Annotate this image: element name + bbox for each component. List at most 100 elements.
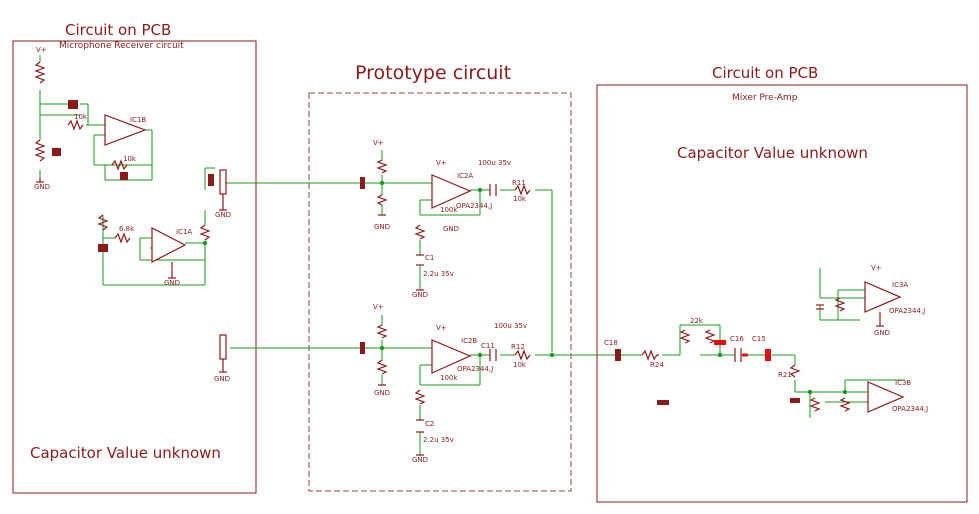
right-opamp-ic3a: [864, 281, 902, 313]
right-cap-c17: [657, 400, 669, 405]
mid-r11-val: 10k: [513, 195, 526, 203]
middle-junctions: [202, 180, 555, 358]
left-cap-c5: [68, 100, 78, 109]
left-ic1b-label: IC1B: [130, 116, 147, 124]
left-resistor-r9: [97, 214, 109, 231]
mid-c1-val: 2.2u 35v: [423, 270, 454, 278]
left-cap-c10: [208, 174, 214, 186]
middle-resistor-r1: [376, 159, 388, 174]
right-resistor-r24: [641, 349, 659, 361]
right-resistor-r22: [704, 329, 716, 344]
left-cap-c9: [98, 244, 108, 252]
left-cap-c6: [52, 148, 61, 156]
middle-cap-c3: [360, 177, 365, 189]
left-gnd-3: GND: [215, 211, 232, 219]
right-r24-label: R24: [650, 361, 664, 369]
mid-vplus-bottom-opamp: V+: [436, 324, 447, 332]
mid-r12-val: 10k: [513, 361, 526, 369]
right-panel-title: Circuit on PCB: [712, 64, 819, 82]
left-resistor-r10: [114, 232, 131, 244]
mid-gnd-4: GND: [374, 389, 391, 397]
left-resistor-r4: [34, 61, 46, 84]
mid-c2-label: C2: [425, 420, 435, 428]
right-gnd-1: GND: [874, 329, 891, 337]
right-c18-label: C18: [604, 339, 618, 347]
mid-vplus-top-opamp: V+: [436, 159, 447, 167]
mid-ic2a-label: IC2A: [457, 172, 474, 180]
left-panel-frame: [12, 40, 257, 494]
left-r10-label: 6.8k: [119, 225, 135, 233]
right-r21-label: R21: [778, 371, 792, 379]
left-rfb-label: 10k: [74, 113, 87, 121]
left-resistor-r-fb2: [111, 159, 128, 171]
middle-circuit: [230, 150, 615, 455]
middle-resistor-r6: [414, 224, 426, 240]
right-resistor-r-ic3b: [809, 397, 821, 412]
mid-c11-val: 100u 35v: [494, 322, 528, 330]
mid-c4-label: 100u 35v: [478, 159, 512, 167]
mid-c2-val: 2.2u 35v: [423, 436, 454, 444]
right-panel-frame: [596, 84, 968, 503]
right-r22-val: 22k: [690, 317, 703, 325]
middle-resistor-r13: [414, 389, 426, 405]
right-ic3b-label: IC3B: [895, 379, 912, 387]
middle-panel-frame: [308, 92, 572, 492]
left-vplus-label: V+: [36, 46, 47, 54]
middle-cap-c-b: [360, 342, 365, 354]
right-components: [641, 281, 905, 413]
right-cap-c18: [615, 349, 621, 361]
middle-opamp-ic2a: [431, 174, 472, 209]
left-opamp-ic1b: [104, 114, 147, 146]
middle-components: [219, 159, 531, 456]
right-opamp-ic3b: [867, 381, 905, 413]
right-resistor-r-ic3b2: [839, 397, 851, 412]
right-ic3b-model: OPA2344,J: [892, 405, 929, 413]
middle-resistor-r3: [376, 324, 388, 339]
right-cap-c-ic3b: [790, 398, 800, 403]
mid-100k-bottom: 100k: [440, 374, 458, 382]
left-cap-c8: [120, 172, 128, 180]
mid-r12-label: R12: [511, 343, 525, 351]
middle-panel-title: Prototype circuit: [355, 62, 512, 84]
right-ic3a-model: OPA2344,J: [889, 307, 926, 315]
left-caps: [52, 100, 214, 252]
right-c15-label: C15: [752, 335, 766, 343]
left-resistor-r5: [34, 139, 46, 162]
left-resistor-r-fb: [67, 119, 84, 131]
mid-c11-label: C11: [481, 342, 495, 350]
mid-c1-label: C1: [425, 254, 435, 262]
right-panel-note: Capacitor Value unknown: [677, 144, 868, 162]
mid-ic2b-model: OPA2344,J: [457, 365, 494, 373]
mid-vplus-top: V+: [373, 139, 384, 147]
mid-gnd-3: GND: [412, 291, 429, 299]
middle-resistor-r2: [376, 194, 388, 206]
left-panel-title: Circuit on PCB: [65, 21, 172, 39]
right-resistor-r-ic3a: [834, 297, 846, 312]
left-panel-subtitle: Microphone Receiver circuit: [59, 41, 184, 51]
middle-resistor-r12: [514, 349, 531, 361]
right-resistor-r23: [679, 329, 691, 344]
left-opamp-ic1a: [151, 227, 187, 263]
middle-resistor-r11: [514, 184, 531, 196]
mid-vplus-bottom: V+: [373, 303, 384, 311]
right-ic3a-label: IC3A: [892, 281, 909, 289]
middle-opamp-ic2b: [431, 339, 472, 374]
mid-gnd-5: GND: [412, 456, 429, 464]
right-caps: [615, 340, 800, 405]
left-pot: [219, 169, 227, 195]
right-circuit: [620, 268, 905, 418]
middle-resistor-r-b: [376, 359, 388, 375]
left-ic1a-label: IC1A: [176, 228, 193, 236]
left-gnd-2: GND: [164, 279, 181, 287]
mid-gnd-pot: GND: [214, 375, 231, 383]
right-junctions: [717, 352, 848, 395]
right-c16-label: C16: [730, 335, 744, 343]
right-vplus-ic3a: V+: [871, 264, 882, 272]
left-circuit: [39, 55, 360, 286]
left-gnd-1: GND: [34, 183, 51, 191]
mid-gnd-1: GND: [374, 223, 391, 231]
middle-caps: [360, 177, 365, 354]
mid-r11-label: R11: [512, 179, 526, 187]
mid-gnd-2: GND: [443, 225, 460, 233]
